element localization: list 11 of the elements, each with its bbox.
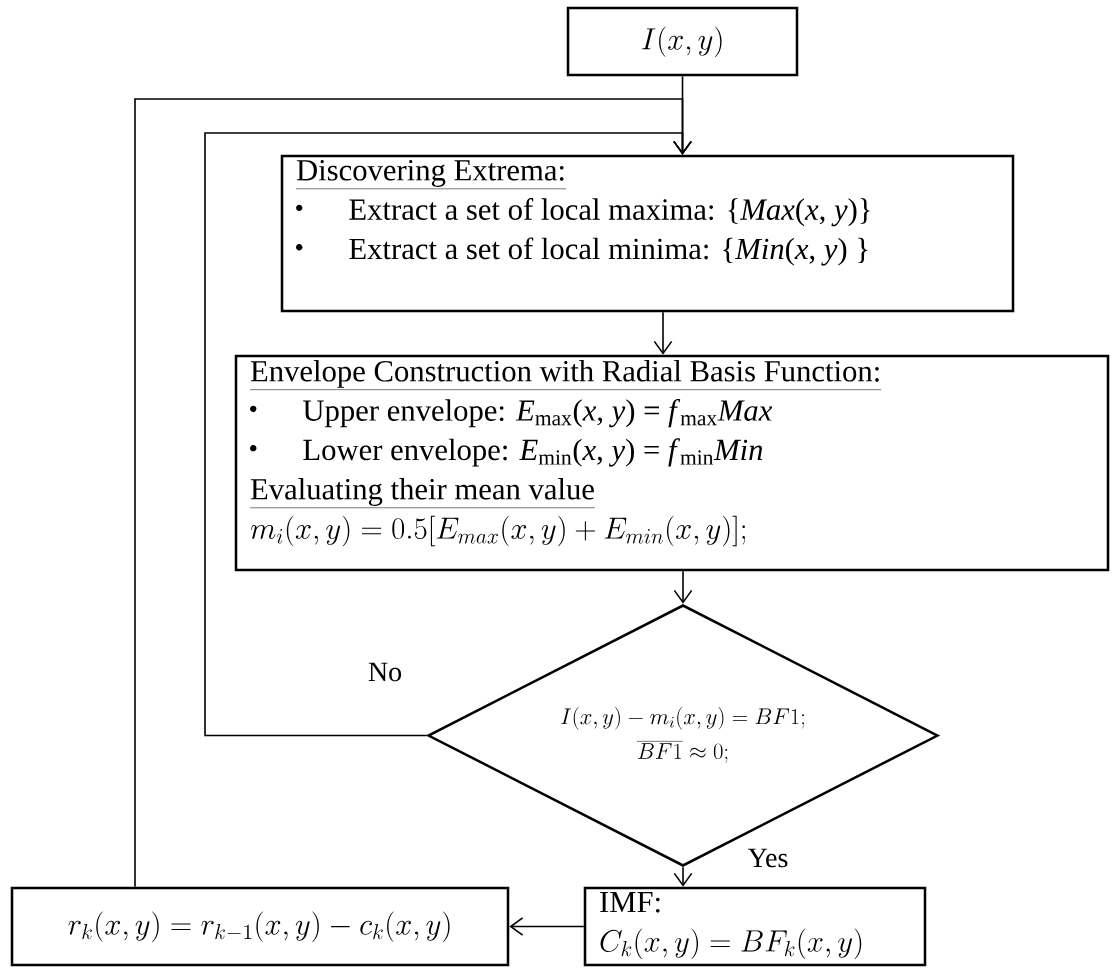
input-box: $I(x,y)$: [566, 6, 799, 77]
edge-label: Yes: [744, 846, 792, 870]
arrow: [673, 570, 693, 604]
arrow: [134, 98, 692, 888]
process-box: Envelope Construction with Radial Basis Function: Upper envelope: E$_{max}$(x, y) = f$_{max}$Max Lower envelope: E$_{min}$(x, y) = f$_{min}$Min Evaluating their mean value $m_i(x,y) = 0.5[E_{max}(x,y) + E_{min}(x,y)];$: [234, 354, 1110, 572]
process-box: IMF: $C_k(x,y) = BF_k(x,y)$: [583, 886, 927, 967]
arrow: [653, 311, 673, 355]
process-box: $r_k(x,y) = r_{k-1}(x,y) - c_k(x,y)$: [10, 886, 510, 967]
edge-label: No: [365, 660, 405, 684]
arrow: [509, 917, 585, 936]
process-box: Discovering Extrema: Extract a set of local maxima: {Max(x, y)} Extract a set of local minima: {Min(x, y) }: [280, 154, 1015, 313]
